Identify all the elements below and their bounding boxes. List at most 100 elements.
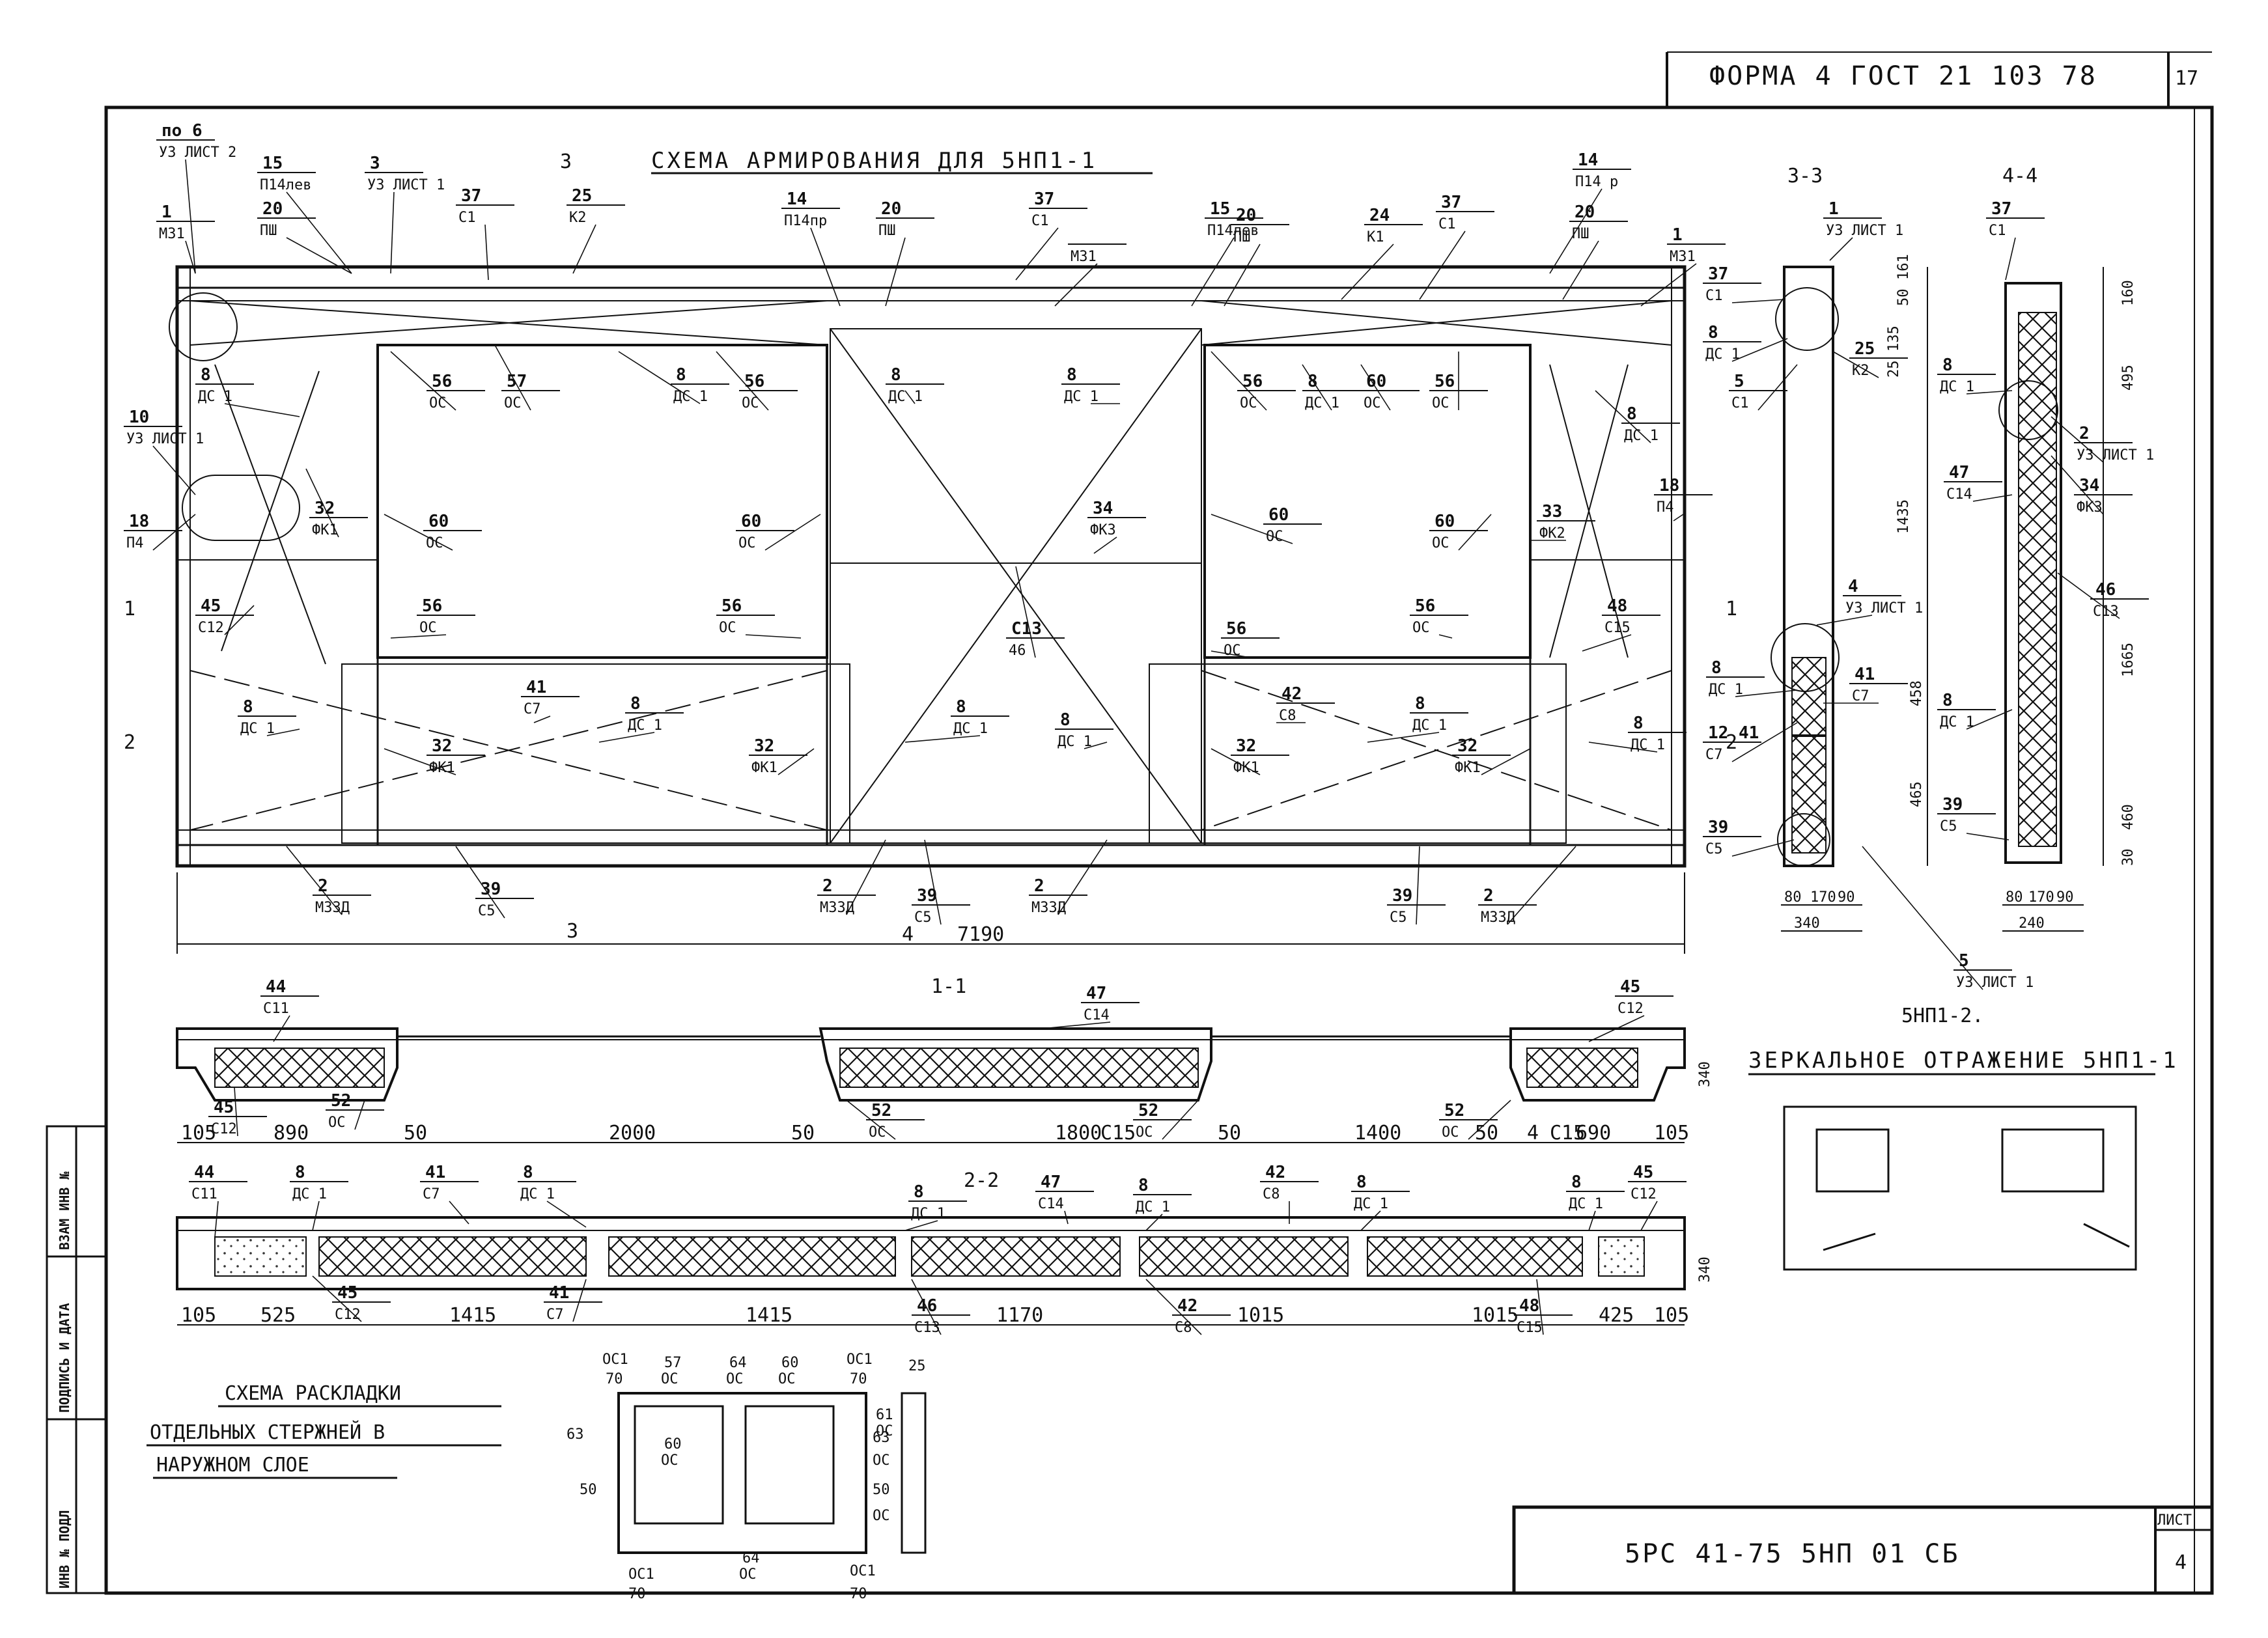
callout-number: 34 xyxy=(2079,476,2099,495)
callout-number: 8 xyxy=(201,365,211,385)
callout: 8ДС 1 xyxy=(1937,355,2013,395)
callout-text: С12 xyxy=(1617,1001,1644,1017)
callout-number: 18 xyxy=(129,512,149,531)
callout: 4УЗ ЛИСТ 1 xyxy=(1816,577,1923,626)
callout-number: 45 xyxy=(337,1283,357,1303)
callout-number: 41 xyxy=(425,1163,445,1182)
callout-text: ДС 1 xyxy=(1412,717,1447,734)
layout-label: ОС xyxy=(726,1371,744,1387)
section-33 xyxy=(1771,266,1928,932)
dimension: С15 xyxy=(1100,1122,1136,1145)
callout-number: 8 xyxy=(1571,1173,1582,1192)
dimension: 2000 xyxy=(609,1122,656,1145)
callout-number: 1 xyxy=(1672,225,1683,245)
dimension: 90 xyxy=(1838,889,1855,906)
callout-text: ДС 1 xyxy=(520,1186,555,1202)
dimension: 4 xyxy=(1527,1122,1539,1145)
callout: 8ДС 1 xyxy=(1706,658,1798,698)
callout-text: С5 xyxy=(1390,909,1407,926)
callout: 3УЗ ЛИСТ 1 xyxy=(365,154,445,274)
callout-number: 1 xyxy=(161,202,172,222)
callout-text: М33Д xyxy=(315,900,350,916)
dimension: 1015 xyxy=(1237,1304,1284,1327)
callout-text: УЗ ЛИСТ 1 xyxy=(126,431,204,447)
layout-label: 60 xyxy=(781,1355,799,1371)
dimension: 160 xyxy=(2120,280,2136,306)
layout-label: ОС1 xyxy=(602,1352,628,1368)
callout-text: ОС xyxy=(1432,395,1449,411)
dimension: 80 xyxy=(1784,889,1802,906)
callout-text: ДС 1 xyxy=(1709,682,1743,698)
dimension: 1400 xyxy=(1354,1122,1401,1145)
callout-number: 47 xyxy=(1086,984,1106,1003)
callout: 8ДС 1 xyxy=(195,365,300,417)
callout-text: С14 xyxy=(1038,1196,1064,1212)
dimension: 170 xyxy=(1810,889,1836,906)
callout-number: 37 xyxy=(461,186,481,206)
callout-text: С7 xyxy=(1852,688,1869,704)
dimension: 161 xyxy=(1896,254,1912,280)
callout-number: 60 xyxy=(741,512,761,531)
callout-number: 42 xyxy=(1281,684,1302,704)
callout-number: 56 xyxy=(1226,619,1246,639)
dimension: 1665 xyxy=(2120,643,2136,677)
dimension: 80 xyxy=(2006,889,2023,906)
callout-text: ОС xyxy=(742,395,759,411)
callout-number: 1 xyxy=(1828,199,1839,219)
callout-text: С12 xyxy=(211,1121,237,1137)
callout-number: 24 xyxy=(1369,206,1390,225)
callout-number: 5 xyxy=(1959,951,1969,971)
callout-text: ФК1 xyxy=(751,760,777,776)
callout-text: П14 р xyxy=(1575,174,1618,190)
callout-text: П4 xyxy=(126,535,144,551)
dimension: 1415 xyxy=(746,1304,792,1327)
callout: М31 xyxy=(1054,243,1127,307)
layout-label: ОС xyxy=(873,1508,890,1524)
dimension: 1435 xyxy=(1896,499,1912,534)
callout-number: 45 xyxy=(1633,1163,1653,1182)
callout-number: 8 xyxy=(1708,323,1718,342)
callout: 8ДС 1 xyxy=(1703,323,1788,363)
callout-number: 8 xyxy=(1067,365,1077,385)
callout-number: 56 xyxy=(1415,596,1435,616)
callout-number: 60 xyxy=(428,512,449,531)
callout-number: 52 xyxy=(1138,1101,1158,1120)
dimension: 105 xyxy=(181,1122,216,1145)
callout-text: ОС xyxy=(419,620,437,636)
callout-text: М33Д xyxy=(820,900,854,916)
callout-text: ДС 1 xyxy=(1354,1196,1388,1212)
callout-number: 39 xyxy=(481,880,501,899)
dimension: 340 xyxy=(1697,1256,1713,1283)
callout-number: 8 xyxy=(914,1182,924,1202)
section-22-title: 2-2 xyxy=(964,1169,999,1192)
section-11 xyxy=(176,1027,1686,1143)
dimension: 340 xyxy=(1697,1061,1713,1087)
callout-number: 8 xyxy=(676,365,686,385)
callout-number: 20 xyxy=(881,199,901,219)
callout-number: 37 xyxy=(1441,193,1461,212)
doc-code: 5РС 41-75 5НП 01 СБ xyxy=(1625,1539,1960,1569)
callout-number: 56 xyxy=(432,372,452,391)
dimension: 1015 xyxy=(1472,1304,1519,1327)
callout-number: 57 xyxy=(507,372,527,391)
callout-text: С7 xyxy=(546,1307,564,1323)
callout-number: 2 xyxy=(318,876,328,896)
